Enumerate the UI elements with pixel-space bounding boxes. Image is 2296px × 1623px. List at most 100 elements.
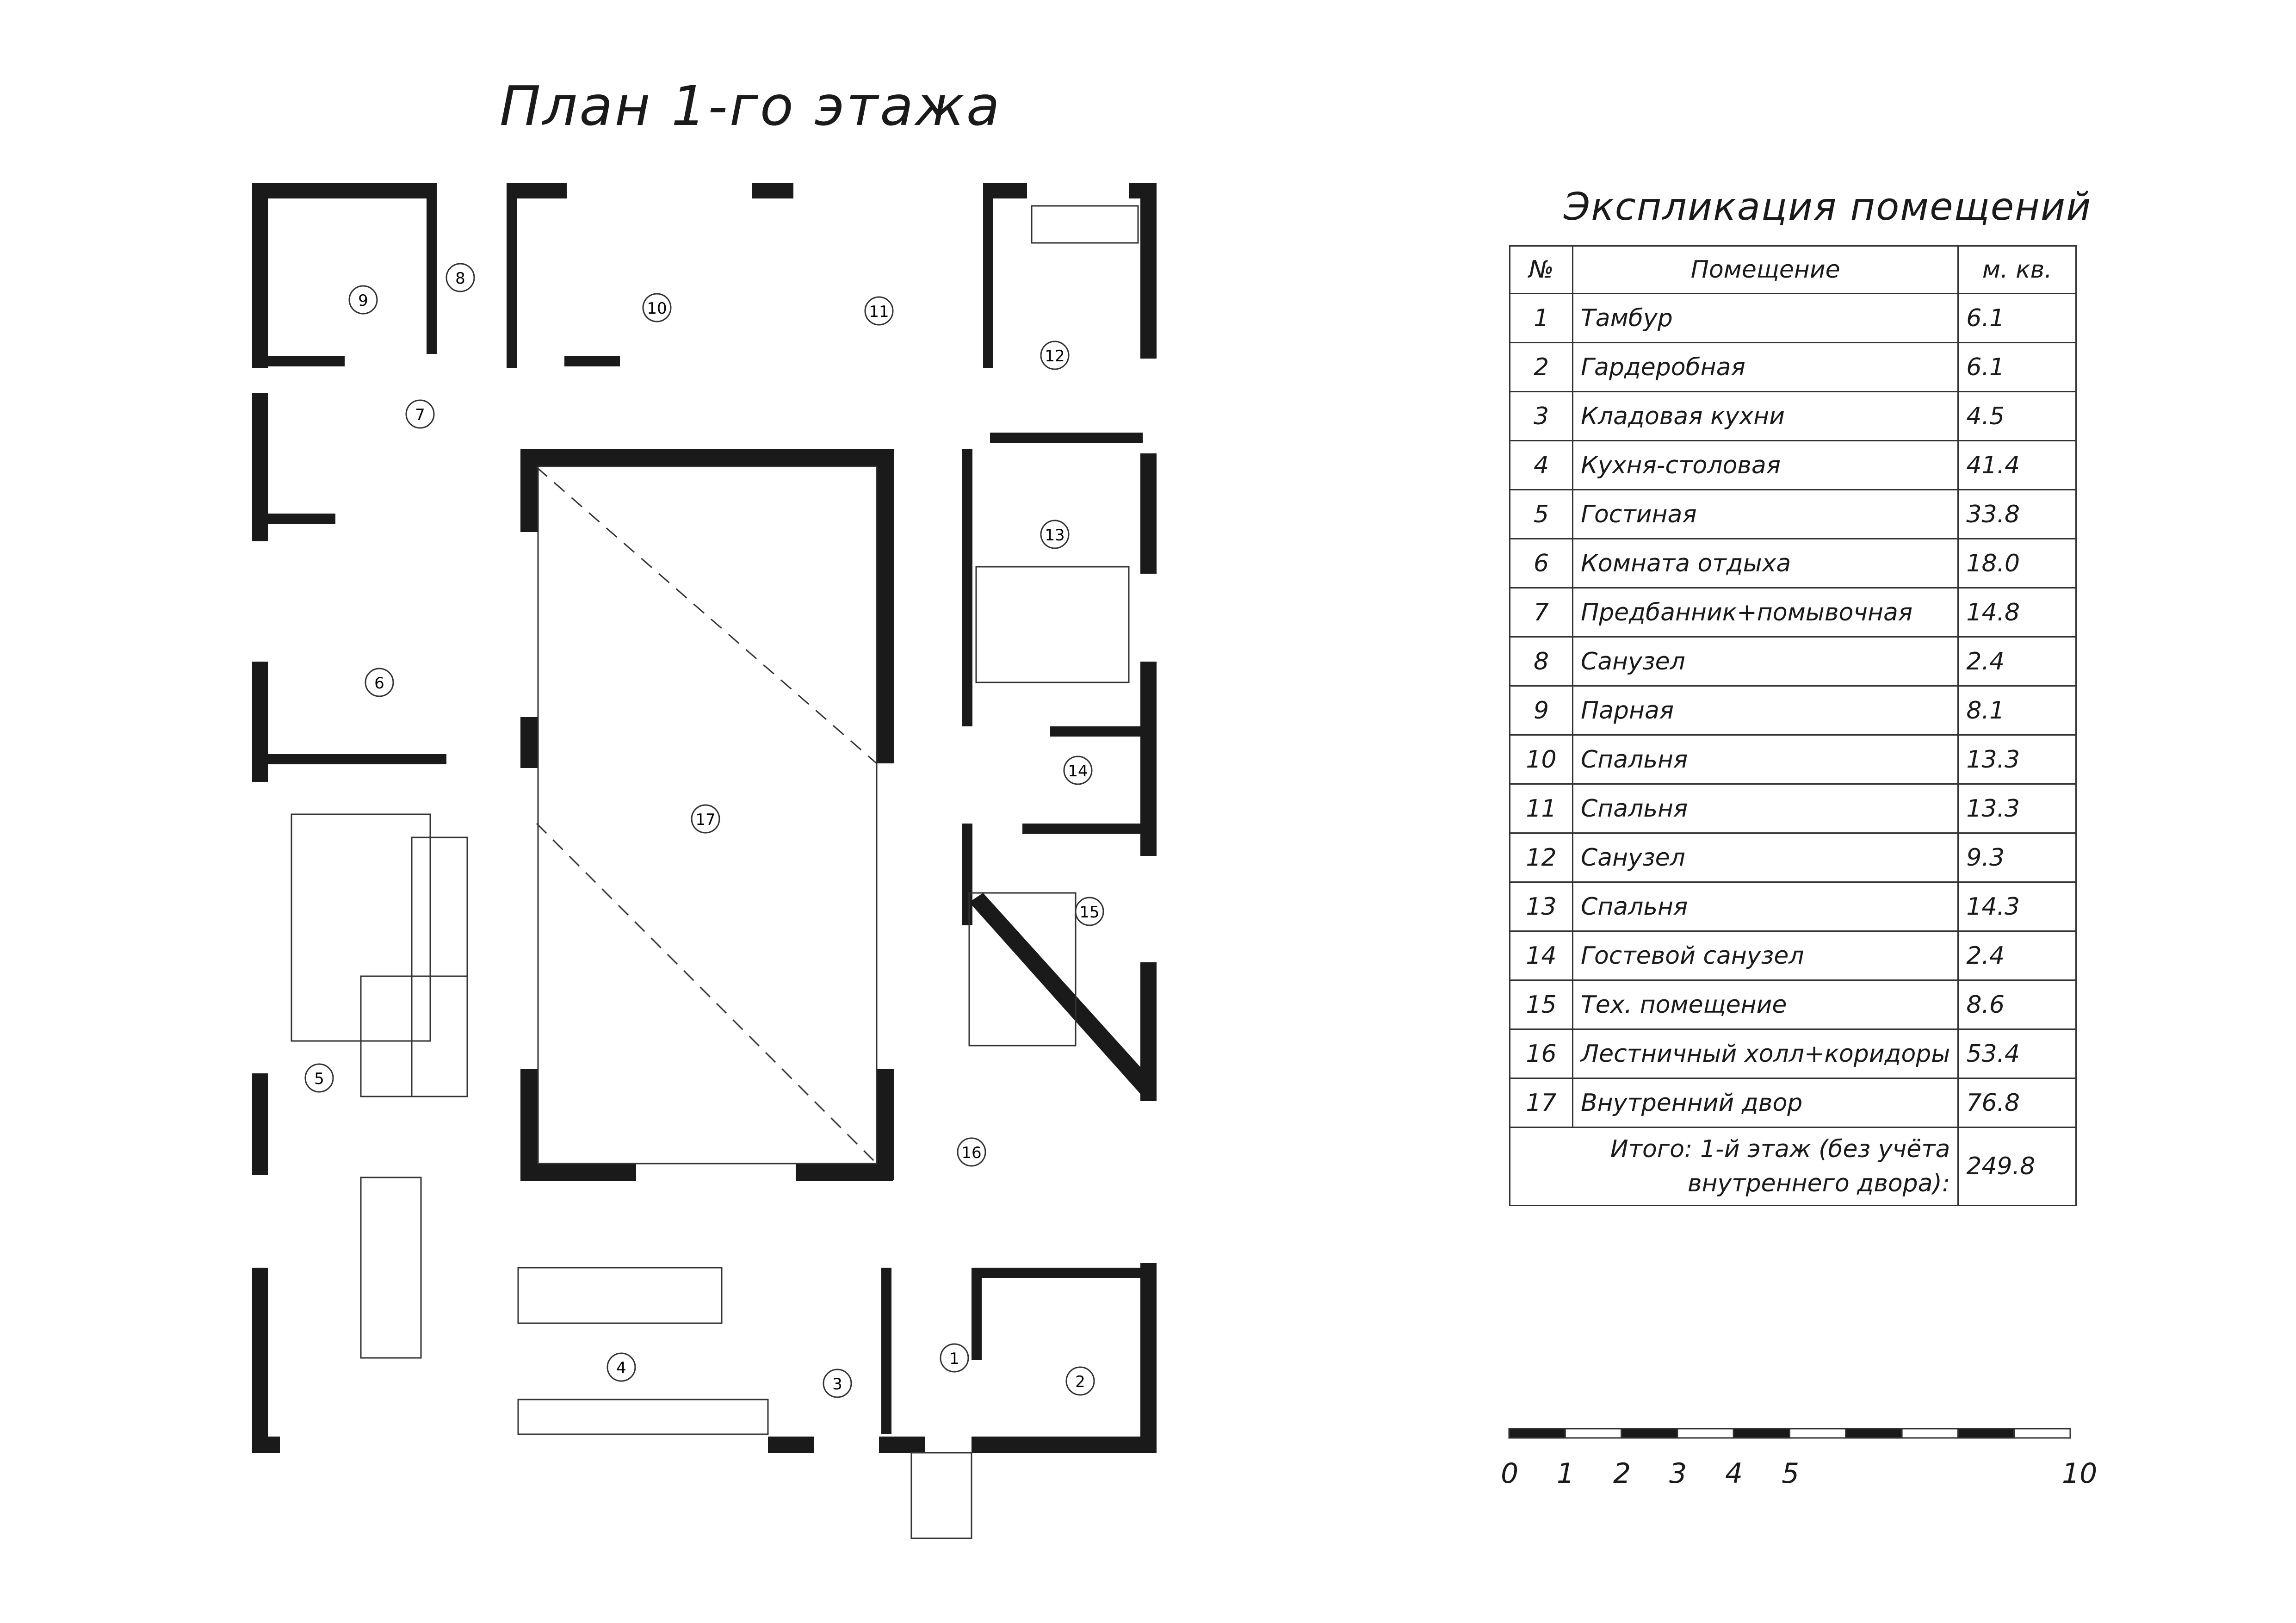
room-tag-label: 15 bbox=[1079, 903, 1099, 922]
room-tag-label: 5 bbox=[314, 1070, 324, 1088]
explication-cell-area: 6.1 bbox=[1957, 342, 2077, 392]
explication-cell-num: 16 bbox=[1509, 1028, 1573, 1079]
courtyard-wall-top bbox=[520, 449, 891, 466]
porch bbox=[910, 1452, 972, 1539]
scale-label: 10 bbox=[2062, 1457, 2098, 1490]
room-tag-circle bbox=[365, 668, 394, 697]
explication-cell-area: 53.4 bbox=[1957, 1028, 2077, 1079]
stair-wall-diagonal bbox=[969, 893, 1157, 1096]
explication-cell-area: 8.6 bbox=[1957, 979, 2077, 1030]
wall-south-entry bbox=[879, 1437, 925, 1453]
room-tag-circle bbox=[1040, 341, 1070, 370]
explication-cell-area: 9.3 bbox=[1957, 832, 2077, 883]
wall-10-bottom bbox=[564, 356, 620, 366]
scale-segment bbox=[1789, 1428, 1847, 1439]
sofa-long bbox=[411, 836, 468, 1097]
room-tag-label: 9 bbox=[358, 291, 368, 310]
explication-cell-name: Спальня bbox=[1572, 734, 1959, 785]
room-tag-label: 6 bbox=[374, 674, 384, 693]
scale-segment bbox=[1901, 1428, 1959, 1439]
room-tag-label: 7 bbox=[415, 406, 425, 424]
room-tag-circle bbox=[405, 399, 435, 429]
room-tag-circle bbox=[446, 263, 475, 292]
courtyard-glazing bbox=[537, 465, 878, 1165]
room-tag-label: 13 bbox=[1045, 526, 1064, 545]
wall-west-top bbox=[252, 183, 268, 368]
room-tag-circle bbox=[1040, 520, 1070, 549]
wall-sauna-v bbox=[427, 183, 437, 354]
wall-east-13 bbox=[1140, 453, 1157, 574]
explication-cell-num: 10 bbox=[1509, 734, 1573, 785]
scale-segment bbox=[1564, 1428, 1622, 1439]
explication-cell-area: 13.3 bbox=[1957, 734, 2077, 785]
walls bbox=[252, 183, 1157, 1453]
explication-cell-num: 2 bbox=[1509, 342, 1573, 392]
explication-cell-name: Спальня bbox=[1572, 783, 1959, 834]
room-tag-circle bbox=[957, 1137, 986, 1167]
explication-cell-name: Парная bbox=[1572, 685, 1959, 736]
wall-south-mid bbox=[768, 1437, 814, 1453]
scale-segment bbox=[1845, 1428, 1903, 1439]
wall-sauna bbox=[252, 356, 345, 366]
explication-cell-name: Санузел bbox=[1572, 832, 1959, 883]
wall-11-right bbox=[983, 183, 993, 368]
wall-east-top bbox=[1140, 183, 1157, 359]
room-tag-circle bbox=[864, 296, 894, 326]
wall-west-6b bbox=[252, 662, 268, 763]
scale-segment bbox=[1957, 1428, 2015, 1439]
room-tag-label: 3 bbox=[832, 1375, 842, 1394]
header-room: Помещение bbox=[1572, 245, 1959, 294]
explication-cell-name: Лестничный холл+коридоры bbox=[1572, 1028, 1959, 1079]
courtyard-diagonal-1 bbox=[536, 466, 877, 764]
courtyard-wall-bottom bbox=[520, 1164, 636, 1181]
explication-cell-area: 14.8 bbox=[1957, 587, 2077, 638]
wall-north-mid2 bbox=[752, 183, 793, 198]
room-tag-circle bbox=[348, 285, 378, 315]
room-tag-label: 1 bbox=[949, 1350, 959, 1368]
courtyard-wall-left bbox=[520, 449, 538, 532]
explication-cell-num: 6 bbox=[1509, 538, 1573, 588]
courtyard-wall-left2 bbox=[520, 717, 538, 768]
explication-cell-num: 9 bbox=[1509, 685, 1573, 736]
wall-2-top bbox=[972, 1268, 1147, 1278]
room-tag-label: 11 bbox=[869, 303, 889, 321]
wall-15-top bbox=[1022, 824, 1143, 834]
wall-west-5 bbox=[252, 763, 268, 782]
explication-cell-name: Кухня-столовая bbox=[1572, 440, 1959, 490]
wall-12 bbox=[990, 433, 1143, 443]
scale-label: 4 bbox=[1725, 1457, 1743, 1490]
explication-cell-name: Предбанник+помывочная bbox=[1572, 587, 1959, 638]
explication-cell-num: 15 bbox=[1509, 979, 1573, 1030]
explication-cell-name: Внутренний двор bbox=[1572, 1078, 1959, 1128]
scale-segment bbox=[1508, 1428, 1566, 1439]
room-tag-circle bbox=[823, 1369, 852, 1398]
explication-cell-num: 17 bbox=[1509, 1078, 1573, 1128]
explication-header-row: № Помещение м. кв. bbox=[1509, 245, 2077, 294]
explication-cell-num: 11 bbox=[1509, 783, 1573, 834]
explication-cell-name: Тех. помещение bbox=[1572, 979, 1959, 1030]
room-tag-circle bbox=[1075, 897, 1104, 926]
total-value: 249.8 bbox=[1957, 1127, 2077, 1206]
wall-west-5b bbox=[252, 1073, 268, 1175]
explication-total-row: Итого: 1-й этаж (без учёта внутреннего д… bbox=[1509, 1127, 2077, 1206]
header-area: м. кв. bbox=[1957, 245, 2077, 294]
room-tag-circle bbox=[1065, 1366, 1095, 1396]
explication-title: Экспликация помещений bbox=[1564, 185, 2092, 229]
room-tag-circle bbox=[642, 293, 672, 322]
explication-cell-area: 2.4 bbox=[1957, 636, 2077, 687]
header-num: № bbox=[1509, 245, 1573, 294]
wall-north-west bbox=[252, 183, 428, 198]
explication-cell-num: 8 bbox=[1509, 636, 1573, 687]
explication-cell-num: 3 bbox=[1509, 391, 1573, 441]
